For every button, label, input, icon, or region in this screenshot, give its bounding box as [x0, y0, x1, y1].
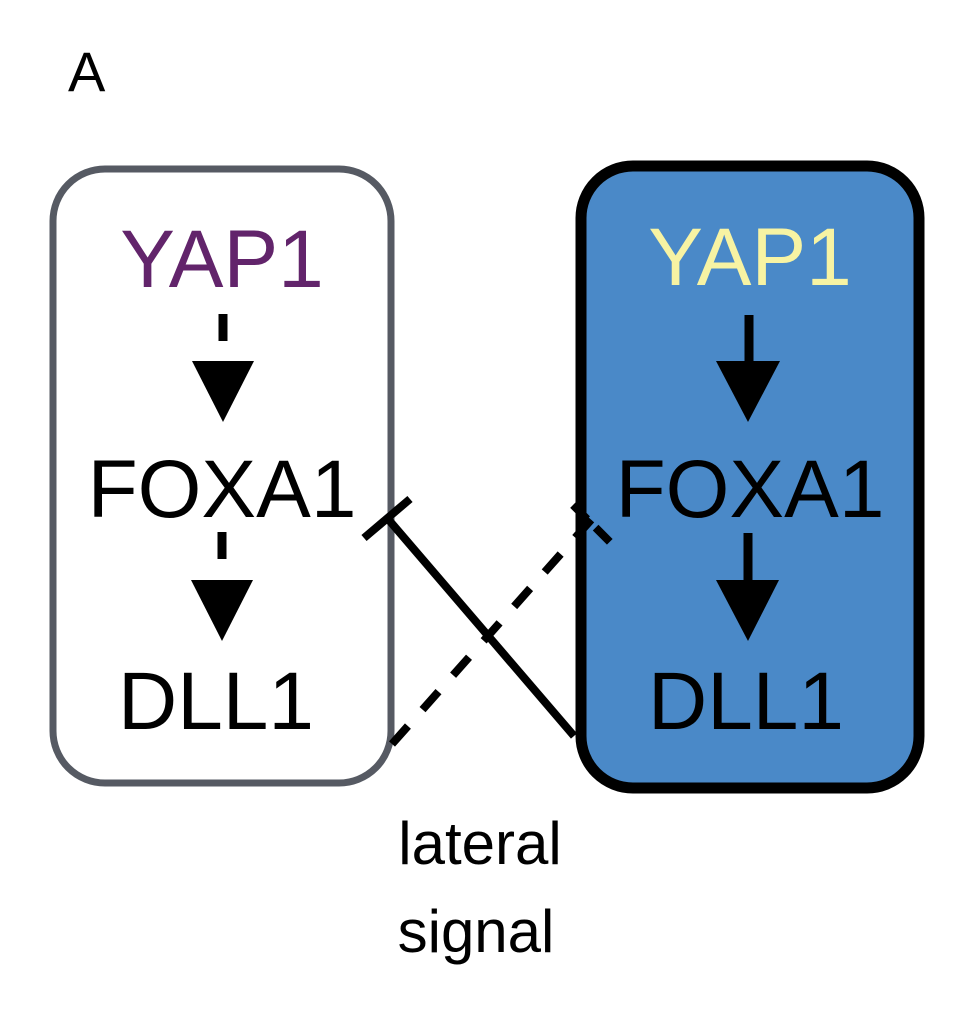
solid-inhibition-line	[384, 516, 578, 739]
dashed-inhibition-line	[389, 509, 601, 747]
right-arrow-2-head	[716, 580, 779, 641]
lateral-signal-line2: signal	[398, 898, 555, 965]
right-arrow-1-head	[716, 361, 780, 422]
solid-inhibition-bar	[361, 495, 413, 542]
left-arrow-1-head	[192, 361, 254, 422]
left-yap1-to-foxa1-arrow	[192, 314, 254, 422]
dashed-inhibition-edge	[389, 502, 617, 747]
left-dll1-label: DLL1	[118, 656, 314, 747]
right-cell-box	[575, 160, 925, 794]
left-foxa1-to-dll1-arrow	[191, 532, 253, 641]
left-foxa1-label: FOXA1	[88, 444, 357, 535]
panel-label: A	[68, 40, 106, 103]
right-foxa1-to-dll1-arrow	[716, 533, 779, 641]
left-yap1-label: YAP1	[120, 214, 324, 305]
lateral-signal-line1: lateral	[398, 810, 561, 877]
left-cell-box	[49, 165, 395, 787]
right-dll1-label: DLL1	[648, 656, 844, 747]
left-arrow-2-head	[191, 580, 253, 641]
dashed-inhibition-bar	[570, 502, 617, 549]
right-yap1-to-foxa1-arrow	[716, 315, 780, 422]
right-foxa1-label: FOXA1	[616, 444, 885, 535]
right-yap1-label: YAP1	[648, 212, 852, 303]
solid-inhibition-edge	[361, 495, 578, 739]
